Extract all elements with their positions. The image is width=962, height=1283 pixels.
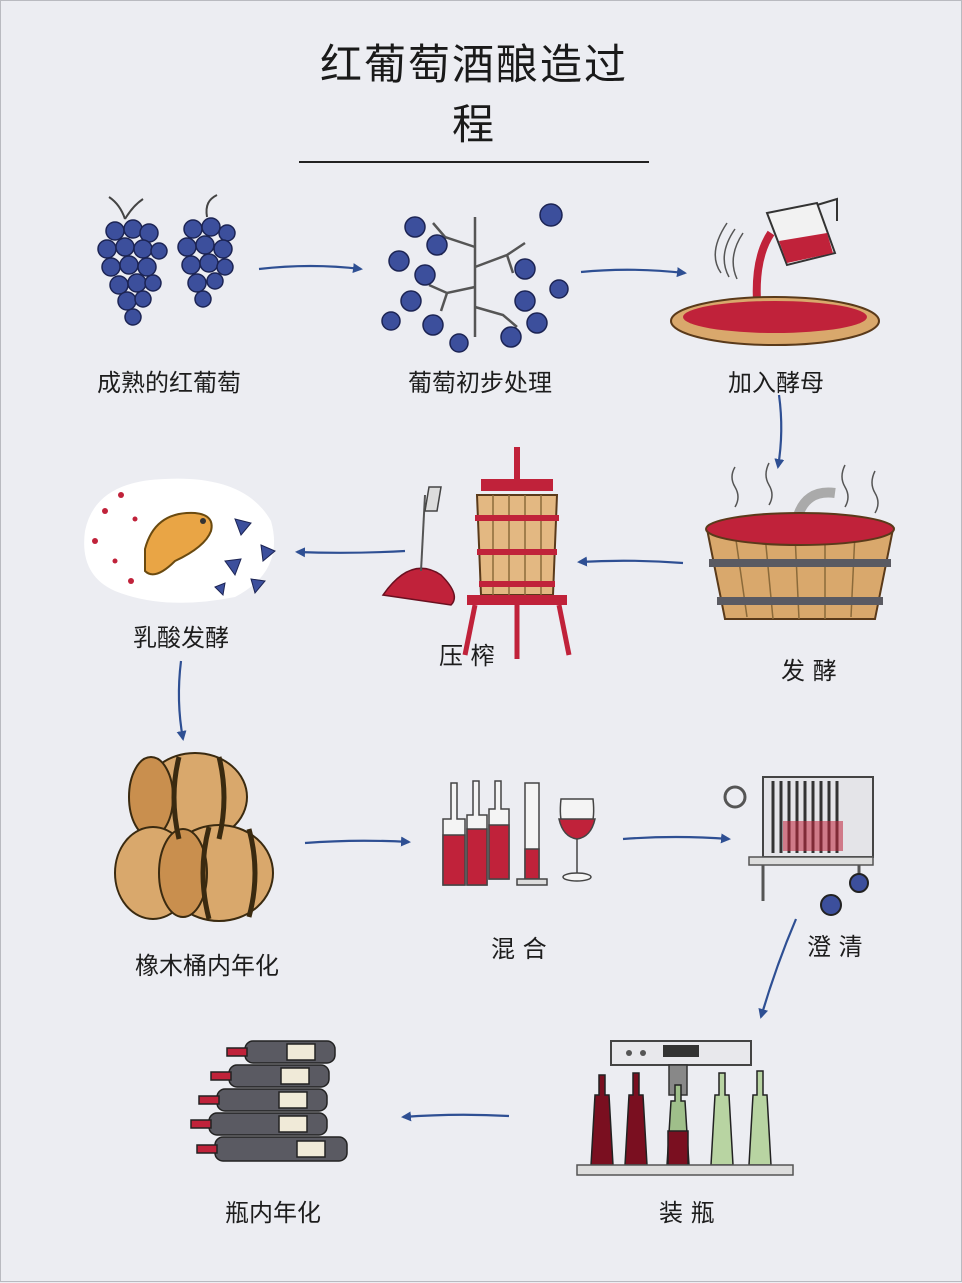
pouring-yeast-icon [670, 197, 880, 346]
arrow-5-to-6 [295, 547, 406, 558]
step-label-fermentation: 发 酵 [781, 657, 837, 685]
step-blending [437, 779, 607, 899]
arrow-7-to-8 [304, 836, 411, 847]
step-bottle-aging [187, 1037, 367, 1177]
step-label-blending: 混 合 [491, 935, 547, 963]
wine-press-icon [381, 447, 572, 659]
filter-press-icon [723, 776, 874, 916]
step-label-add-yeast: 加入酵母 [728, 369, 824, 397]
arrow-2-to-3 [580, 267, 687, 278]
stacked-bottles-icon [190, 1040, 348, 1162]
step-label-bottle-aging: 瓶内年化 [225, 1199, 321, 1227]
destemmed-grapes-icon [381, 203, 569, 353]
arrow-3-to-4 [774, 394, 785, 469]
bottling-machine-icon [576, 1040, 794, 1176]
arrow-1-to-2 [258, 263, 363, 274]
arrow-9-to-10 [758, 918, 798, 1019]
step-malolactic [75, 471, 285, 611]
lactic-bacteria-icon [84, 478, 276, 603]
step-add-yeast [667, 193, 887, 353]
step-label-bottling: 装 瓶 [659, 1199, 715, 1227]
arrow-8-to-9 [622, 833, 731, 844]
step-label-pressing: 压 榨 [439, 642, 495, 670]
step-label-clarification: 澄 清 [807, 933, 863, 961]
fermentation-vat-icon [705, 462, 895, 620]
step-pressing [381, 445, 581, 665]
oak-barrels-icon [114, 752, 274, 922]
arrow-6-to-7 [176, 660, 187, 741]
step-ripe-grapes [85, 189, 245, 339]
step-destemming [375, 197, 585, 357]
title-underline [299, 161, 649, 163]
step-label-oak-aging: 橡木桶内年化 [135, 952, 279, 980]
arrow-4-to-5 [577, 556, 684, 567]
step-label-ripe-grapes: 成熟的红葡萄 [97, 369, 241, 397]
blending-bottles-icon [442, 780, 596, 886]
step-oak-aging [109, 749, 279, 929]
grape-bunch-icon [97, 194, 236, 326]
page-title: 红葡萄酒酿造过程 [319, 40, 628, 149]
step-fermentation [695, 459, 905, 629]
arrow-10-to-11 [401, 1111, 510, 1122]
title-block: 红葡萄酒酿造过程 [299, 35, 649, 163]
step-bottling [571, 1035, 801, 1185]
step-clarification [723, 771, 893, 931]
step-label-malolactic: 乳酸发酵 [133, 624, 229, 652]
step-label-destemming: 葡萄初步处理 [408, 369, 552, 397]
